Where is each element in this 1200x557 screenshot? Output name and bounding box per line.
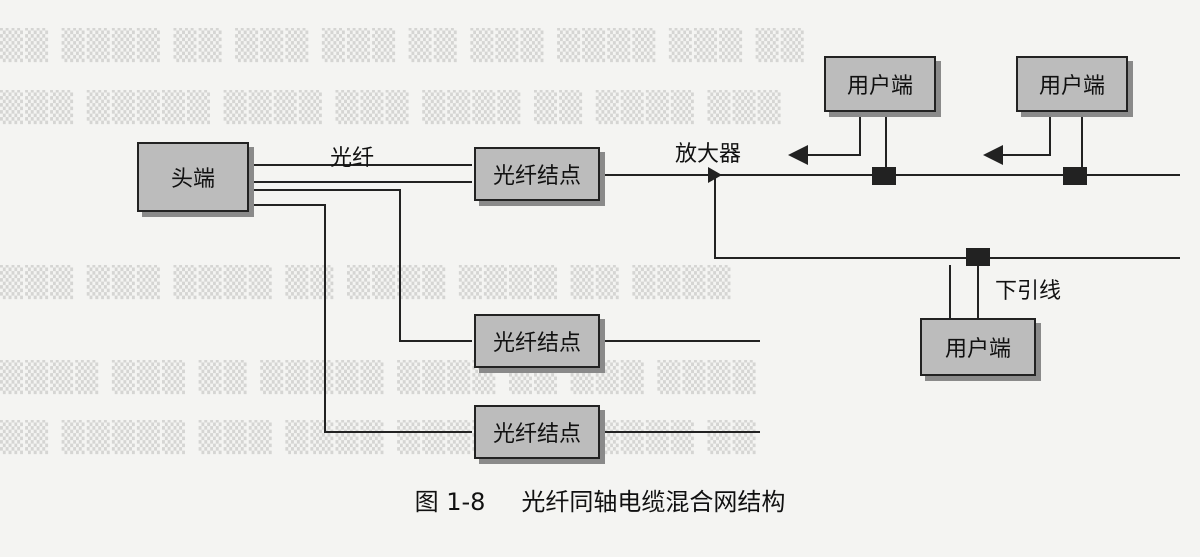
tap-icon (872, 167, 896, 185)
amplifier-label: 放大器 (675, 142, 742, 167)
drop-line (983, 100, 1051, 165)
fiber-line (252, 189, 472, 342)
fiber-line (252, 204, 472, 433)
user-end-box: 用户端 (824, 56, 936, 112)
fiber-node-box: 光纤结点 (474, 147, 600, 201)
user-end-label: 用户端 (944, 337, 1011, 362)
amplifier-icon (708, 167, 722, 183)
user-end-box: 用户端 (920, 318, 1036, 376)
fiber-node-label: 光纤结点 (492, 164, 581, 189)
tap-icon (1063, 167, 1087, 185)
head-end-label: 头端 (170, 167, 215, 192)
coax-branch (714, 175, 1180, 259)
figure-title: 光纤同轴电缆混合网结构 (521, 488, 786, 516)
fiber-node-label: 光纤结点 (492, 422, 581, 447)
background-bleed-text: ▒▒ ▒▒▒▒▒ ▒▒▒ ▒▒▒▒ ▒▒▒▒ ▒▒ ▒▒▒▒▒ ▒▒ (0, 420, 758, 455)
head-end-box: 头端 (137, 142, 249, 212)
drop-line-label: 下引线 (995, 279, 1062, 304)
tap-icon (966, 248, 990, 266)
fiber-node-box: 光纤结点 (474, 314, 600, 368)
fiber-node-box: 光纤结点 (474, 405, 600, 459)
background-bleed-text: ▒▒▒▒ ▒▒▒ ▒▒ ▒▒▒▒▒ ▒▒▒▒ ▒▒ ▒▒▒ ▒▒▒▒ (0, 360, 758, 395)
figure-caption: 图 1-8 光纤同轴电缆混合网结构 (0, 482, 1200, 517)
background-bleed-text: ▒▒▒ ▒▒▒ ▒▒▒▒ ▒▒ ▒▒▒▒ ▒▒▒▒ ▒▒ ▒▒▒▒ (0, 265, 733, 300)
fiber-label: 光纤 (330, 146, 375, 171)
user-end-label: 用户端 (846, 74, 913, 99)
drop-line (788, 100, 861, 165)
user-end-label: 用户端 (1038, 74, 1105, 99)
background-bleed-text: ▒▒ ▒▒▒▒ ▒▒ ▒▒▒ ▒▒▒ ▒▒ ▒▒▒ ▒▒▒▒ ▒▒▒ ▒▒ (0, 28, 806, 63)
user-end-box: 用户端 (1016, 56, 1128, 112)
background-bleed-text: ▒▒▒ ▒▒▒▒▒ ▒▒▒▒ ▒▒▒ ▒▒▒▒ ▒▒ ▒▒▒▒ ▒▒▒ (0, 90, 783, 125)
figure-number: 图 1-8 (414, 488, 486, 516)
fiber-node-label: 光纤结点 (492, 331, 581, 356)
